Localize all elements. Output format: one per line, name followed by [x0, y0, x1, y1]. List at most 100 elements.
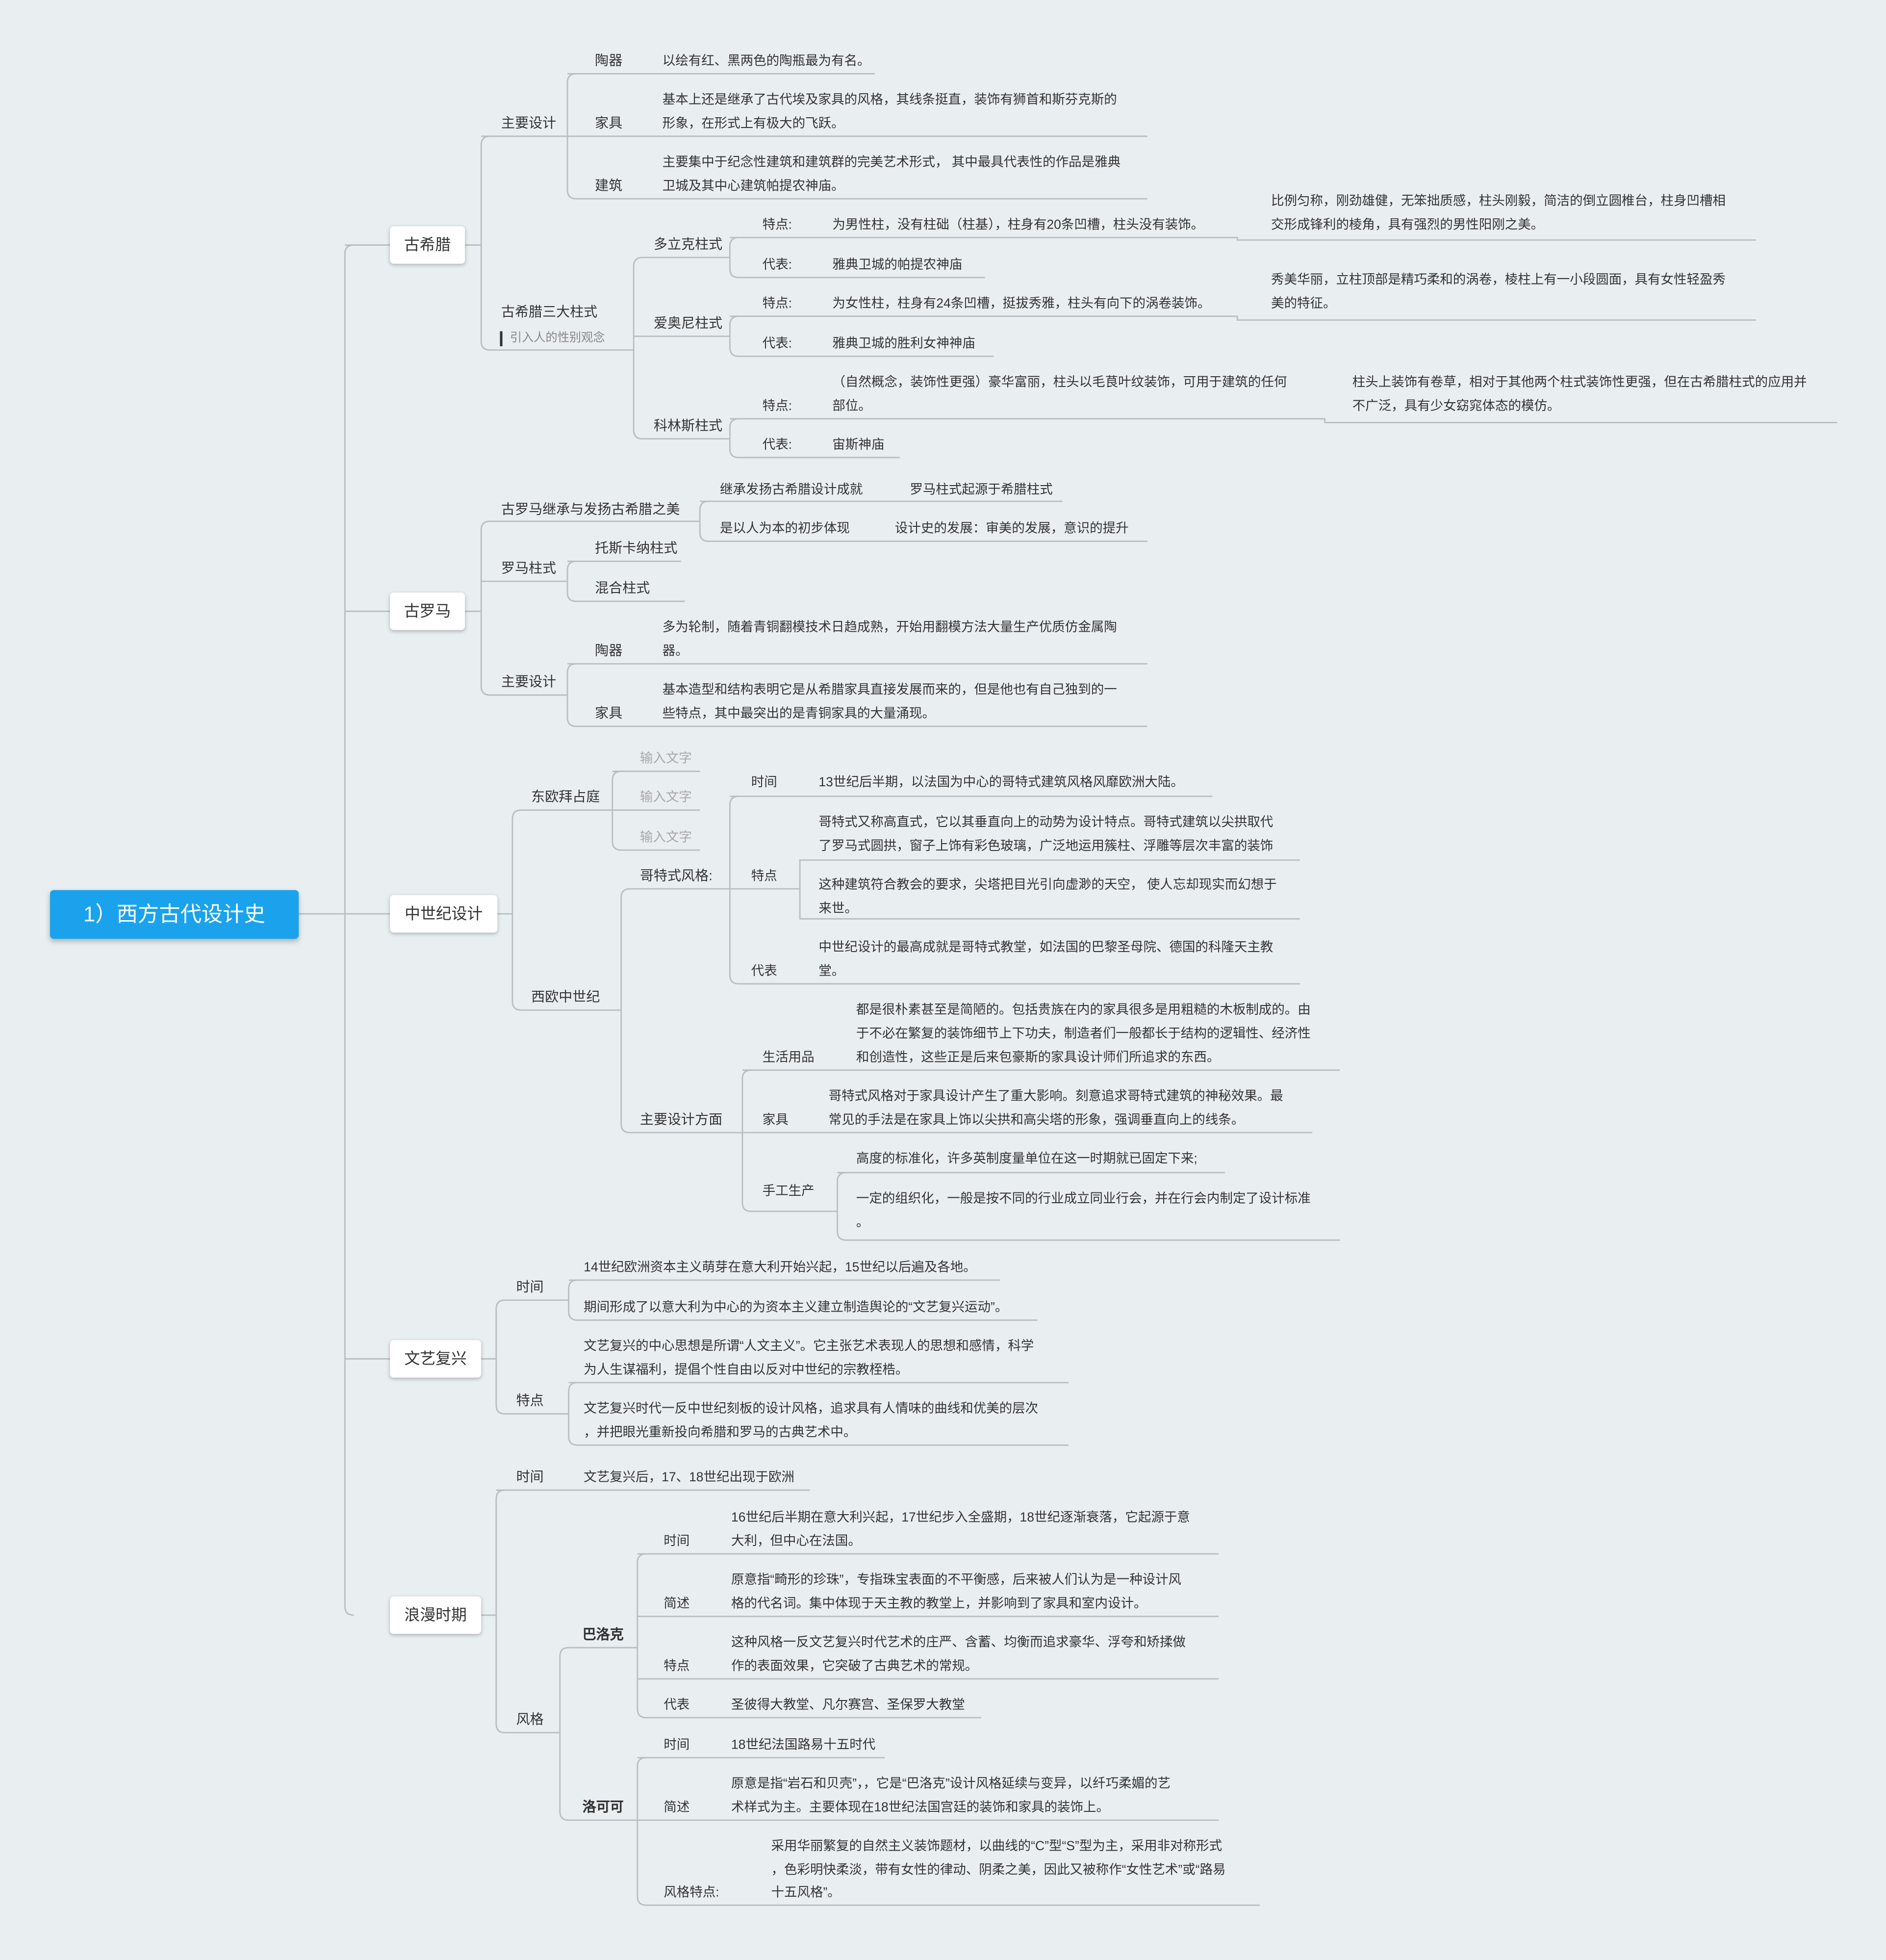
greece-furniture-text-1: 基本上还是继承了古代埃及家具的风格，其线条挺直，装饰有狮首和斯芬克斯的 — [662, 94, 1117, 108]
craft-text-b1: 一定的组织化，一般是按不同的行业成立同业行会，并在行会内制定了设计标准 — [856, 1192, 1311, 1207]
rome-orders-label[interactable]: 罗马柱式 — [501, 561, 557, 576]
rome-furniture-text-2: 些特点，其中最突出的是青铜家具的大量涌现。 — [662, 707, 935, 722]
daily-label[interactable]: 生活用品 — [762, 1051, 815, 1065]
greece-pottery-label[interactable]: 陶器 — [595, 53, 623, 69]
medieval-west-label[interactable]: 西欧中世纪 — [531, 990, 600, 1006]
daily-text-1: 都是很朴素甚至是简陋的。包括贵族在内的家具很多是用粗糙的木板制成的。由 — [856, 1004, 1311, 1018]
doric-extra-1: 比例匀称，刚劲雄健，无笨拙质感，柱头刚毅，简洁的倒立圆椎台，柱身凹槽相 — [1271, 195, 1726, 209]
rococo-feat-label[interactable]: 风格特点: — [663, 1886, 719, 1901]
ionic-rep: 雅典卫城的胜利女神神庙 — [832, 337, 975, 352]
rom-time-label[interactable]: 时间 — [516, 1470, 544, 1485]
gothic-feat-1a: 哥特式又称高直式，它以其垂直向上的动势为设计特点。哥特式建筑以尖拱取代 — [818, 816, 1274, 830]
doric-rep: 雅典卫城的帕提农神庙 — [832, 258, 963, 273]
rococo-feat-3: 十五风格”。 — [771, 1886, 841, 1901]
baroque-desc-label[interactable]: 简述 — [663, 1598, 690, 1612]
rococo-time-label[interactable]: 时间 — [663, 1739, 690, 1753]
placeholder-1[interactable]: 输入文字 — [639, 752, 692, 767]
root-topic[interactable]: 1）西方古代设计史 — [50, 890, 299, 939]
ionic-name[interactable]: 爱奥尼柱式 — [653, 316, 723, 332]
corinth-extra-1: 柱头上装饰有卷草，相对于其他两个柱式装饰性更强，但在古希腊柱式的应用并 — [1352, 376, 1807, 390]
baroque-time-label[interactable]: 时间 — [663, 1535, 690, 1549]
rococo-feat-2: ，色彩明快柔淡，带有女性的律动、阴柔之美，因此又被称作“女性艺术”或“路易 — [771, 1864, 1226, 1878]
gothic-rep-1: 中世纪设计的最高成就是哥特式教堂，如法国的巴黎圣母院、德国的科隆天主教 — [818, 941, 1274, 955]
greece-orders-note: 引入人的性别观念 — [500, 331, 605, 346]
ionic-rep-label[interactable]: 代表: — [762, 337, 792, 352]
rome-furniture-text-1: 基本造型和结构表明它是从希腊家具直接发展而来的，但是他也有自己独到的一 — [662, 684, 1117, 698]
ionic-extra-1: 秀美华丽，立柱顶部是精巧柔和的涡卷，棱柱上有一小段圆面，具有女性轻盈秀 — [1271, 274, 1726, 288]
placeholder-3[interactable]: 输入文字 — [639, 831, 692, 845]
topic-romantic[interactable]: 浪漫时期 — [390, 1596, 482, 1634]
placeholder-2[interactable]: 输入文字 — [639, 791, 692, 805]
rococo-desc-2: 术样式为主。主要体现在18世纪法国宫廷的装饰和家具的装饰上。 — [731, 1801, 1109, 1815]
baroque-desc-1: 原意指“畸形的珍珠”，专指珠宝表面的不平衡感，后来被人们认为是一种设计风 — [731, 1573, 1182, 1588]
corinth-name[interactable]: 科林斯柱式 — [653, 418, 723, 434]
rome-pottery-label[interactable]: 陶器 — [595, 644, 623, 659]
gothic-feat-1b: 了罗马式圆拱，窗子上饰有彩色玻璃，广泛地运用簇柱、浮雕等层次丰富的装饰 — [818, 840, 1274, 854]
baroque-feat-1: 这种风格一反文艺复兴时代艺术的庄严、含蓄、均衡而追求豪华、浮夸和矫揉做 — [731, 1636, 1186, 1651]
ren-time-label[interactable]: 时间 — [516, 1280, 544, 1295]
daily-text-3: 和创造性，这些正是后来包豪斯的家具设计师们所追求的东西。 — [856, 1051, 1220, 1065]
ren-feat-b2: ，并把眼光重新投向希腊和罗马的古典艺术中。 — [584, 1426, 857, 1441]
rome-order-composite[interactable]: 混合柱式 — [595, 581, 650, 596]
gothic-rep-2: 堂。 — [818, 965, 845, 979]
ren-feat-a2: 为人生谋福利，提倡个性自由以反对中世纪的宗教桎梏。 — [584, 1364, 909, 1378]
ren-time-b: 期间形成了以意大利为中心的为资本主义建立制造舆论的“文艺复兴运动”。 — [584, 1301, 1008, 1315]
medieval-design-label[interactable]: 主要设计方面 — [639, 1112, 723, 1128]
gothic-feat-2b: 来世。 — [818, 903, 858, 917]
baroque-label[interactable]: 巴洛克 — [582, 1627, 624, 1643]
topic-renaissance[interactable]: 文艺复兴 — [390, 1340, 482, 1378]
craft-text-a: 高度的标准化，许多英制度量单位在这一时期就已固定下来; — [856, 1152, 1198, 1166]
doric-name[interactable]: 多立克柱式 — [653, 237, 723, 253]
corinth-extra-2: 不广泛，具有少女窈窕体态的模仿。 — [1352, 400, 1560, 414]
ionic-feat-label[interactable]: 特点: — [762, 297, 792, 311]
baroque-feat-label[interactable]: 特点 — [663, 1660, 690, 1674]
gothic-label[interactable]: 哥特式风格: — [639, 869, 713, 884]
rome-pottery-text-1: 多为轮制，随着青铜翻模技术日趋成熟，开始用翻模方法大量生产优质仿金属陶 — [662, 621, 1117, 635]
craft-label[interactable]: 手工生产 — [762, 1185, 815, 1199]
greece-design-label[interactable]: 主要设计 — [501, 116, 557, 131]
corinth-feat-2: 部位。 — [832, 400, 871, 414]
doric-feat: 为男性柱，没有柱础（柱基），柱身有20条凹槽，柱头没有装饰。 — [832, 219, 1204, 233]
gothic-feat-label[interactable]: 特点 — [751, 870, 777, 884]
rome-furniture-label[interactable]: 家具 — [595, 706, 623, 722]
greece-arch-text-1: 主要集中于纪念性建筑和建筑群的完美艺术形式， 其中最具代表性的作品是雅典 — [662, 156, 1121, 170]
corinth-feat-label[interactable]: 特点: — [762, 400, 792, 414]
rome-inherit-a2: 罗马柱式起源于希腊柱式 — [910, 484, 1053, 498]
rome-inherit-a[interactable]: 继承发扬古希腊设计成就 — [720, 484, 863, 498]
baroque-rep: 圣彼得大教堂、凡尔赛宫、圣保罗大教堂 — [731, 1699, 965, 1713]
corinth-rep-label[interactable]: 代表: — [762, 438, 792, 453]
craft-text-b2: 。 — [856, 1216, 869, 1230]
rome-design-label[interactable]: 主要设计 — [501, 675, 557, 690]
greece-pottery-text: 以绘有红、黑两色的陶瓶最为有名。 — [662, 55, 870, 69]
greece-orders-label[interactable]: 古希腊三大柱式 — [501, 305, 598, 320]
rome-inherit-b[interactable]: 是以人为本的初步体现 — [720, 522, 850, 537]
med-furniture-text-2: 常见的手法是在家具上饰以尖拱和高尖塔的形象，强调垂直向上的线条。 — [828, 1113, 1245, 1128]
topic-rome[interactable]: 古罗马 — [390, 593, 465, 630]
rococo-label[interactable]: 洛可可 — [582, 1800, 624, 1815]
baroque-rep-label[interactable]: 代表 — [663, 1699, 690, 1713]
baroque-time-1: 16世纪后半期在意大利兴起，17世纪步入全盛期，18世纪逐渐衰落，它起源于意 — [731, 1511, 1190, 1525]
daily-text-2: 于不必在繁复的装饰细节上下功夫，制造者们一般都长于结构的逻辑性、经济性 — [856, 1028, 1311, 1042]
ionic-feat: 为女性柱，柱身有24条凹槽，挺拔秀雅，柱头有向下的涡卷装饰。 — [832, 297, 1211, 311]
topic-greece[interactable]: 古希腊 — [390, 226, 465, 264]
topic-medieval[interactable]: 中世纪设计 — [390, 895, 498, 933]
doric-feat-label[interactable]: 特点: — [762, 219, 792, 233]
rom-time-text: 文艺复兴后，17、18世纪出现于欧洲 — [584, 1471, 794, 1485]
greece-arch-text-2: 卫城及其中心建筑帕提农神庙。 — [662, 180, 844, 194]
rococo-desc-label[interactable]: 简述 — [663, 1801, 690, 1815]
greece-arch-label[interactable]: 建筑 — [595, 179, 623, 194]
rome-order-tuscan[interactable]: 托斯卡纳柱式 — [595, 541, 678, 557]
gothic-rep-label[interactable]: 代表 — [751, 965, 777, 979]
rome-inherit-label[interactable]: 古罗马继承与发扬古希腊之美 — [501, 502, 680, 518]
baroque-time-2: 大利，但中心在法国。 — [731, 1535, 861, 1549]
ren-feat-label[interactable]: 特点 — [516, 1393, 544, 1409]
greece-furniture-label[interactable]: 家具 — [595, 116, 623, 131]
gothic-time-label[interactable]: 时间 — [751, 776, 777, 790]
med-furniture-label[interactable]: 家具 — [762, 1113, 789, 1128]
doric-rep-label[interactable]: 代表: — [762, 258, 792, 273]
medieval-east-label[interactable]: 东欧拜占庭 — [531, 790, 600, 805]
rom-style-label[interactable]: 风格 — [516, 1712, 544, 1728]
rococo-desc-1: 原意是指“岩石和贝壳”，，它是“巴洛克”设计风格延续与变异，以纤巧柔媚的艺 — [731, 1778, 1171, 1792]
rococo-feat-1: 采用华丽繁复的自然主义装饰题材，以曲线的“C”型“S”型为主，采用非对称形式 — [771, 1840, 1223, 1854]
